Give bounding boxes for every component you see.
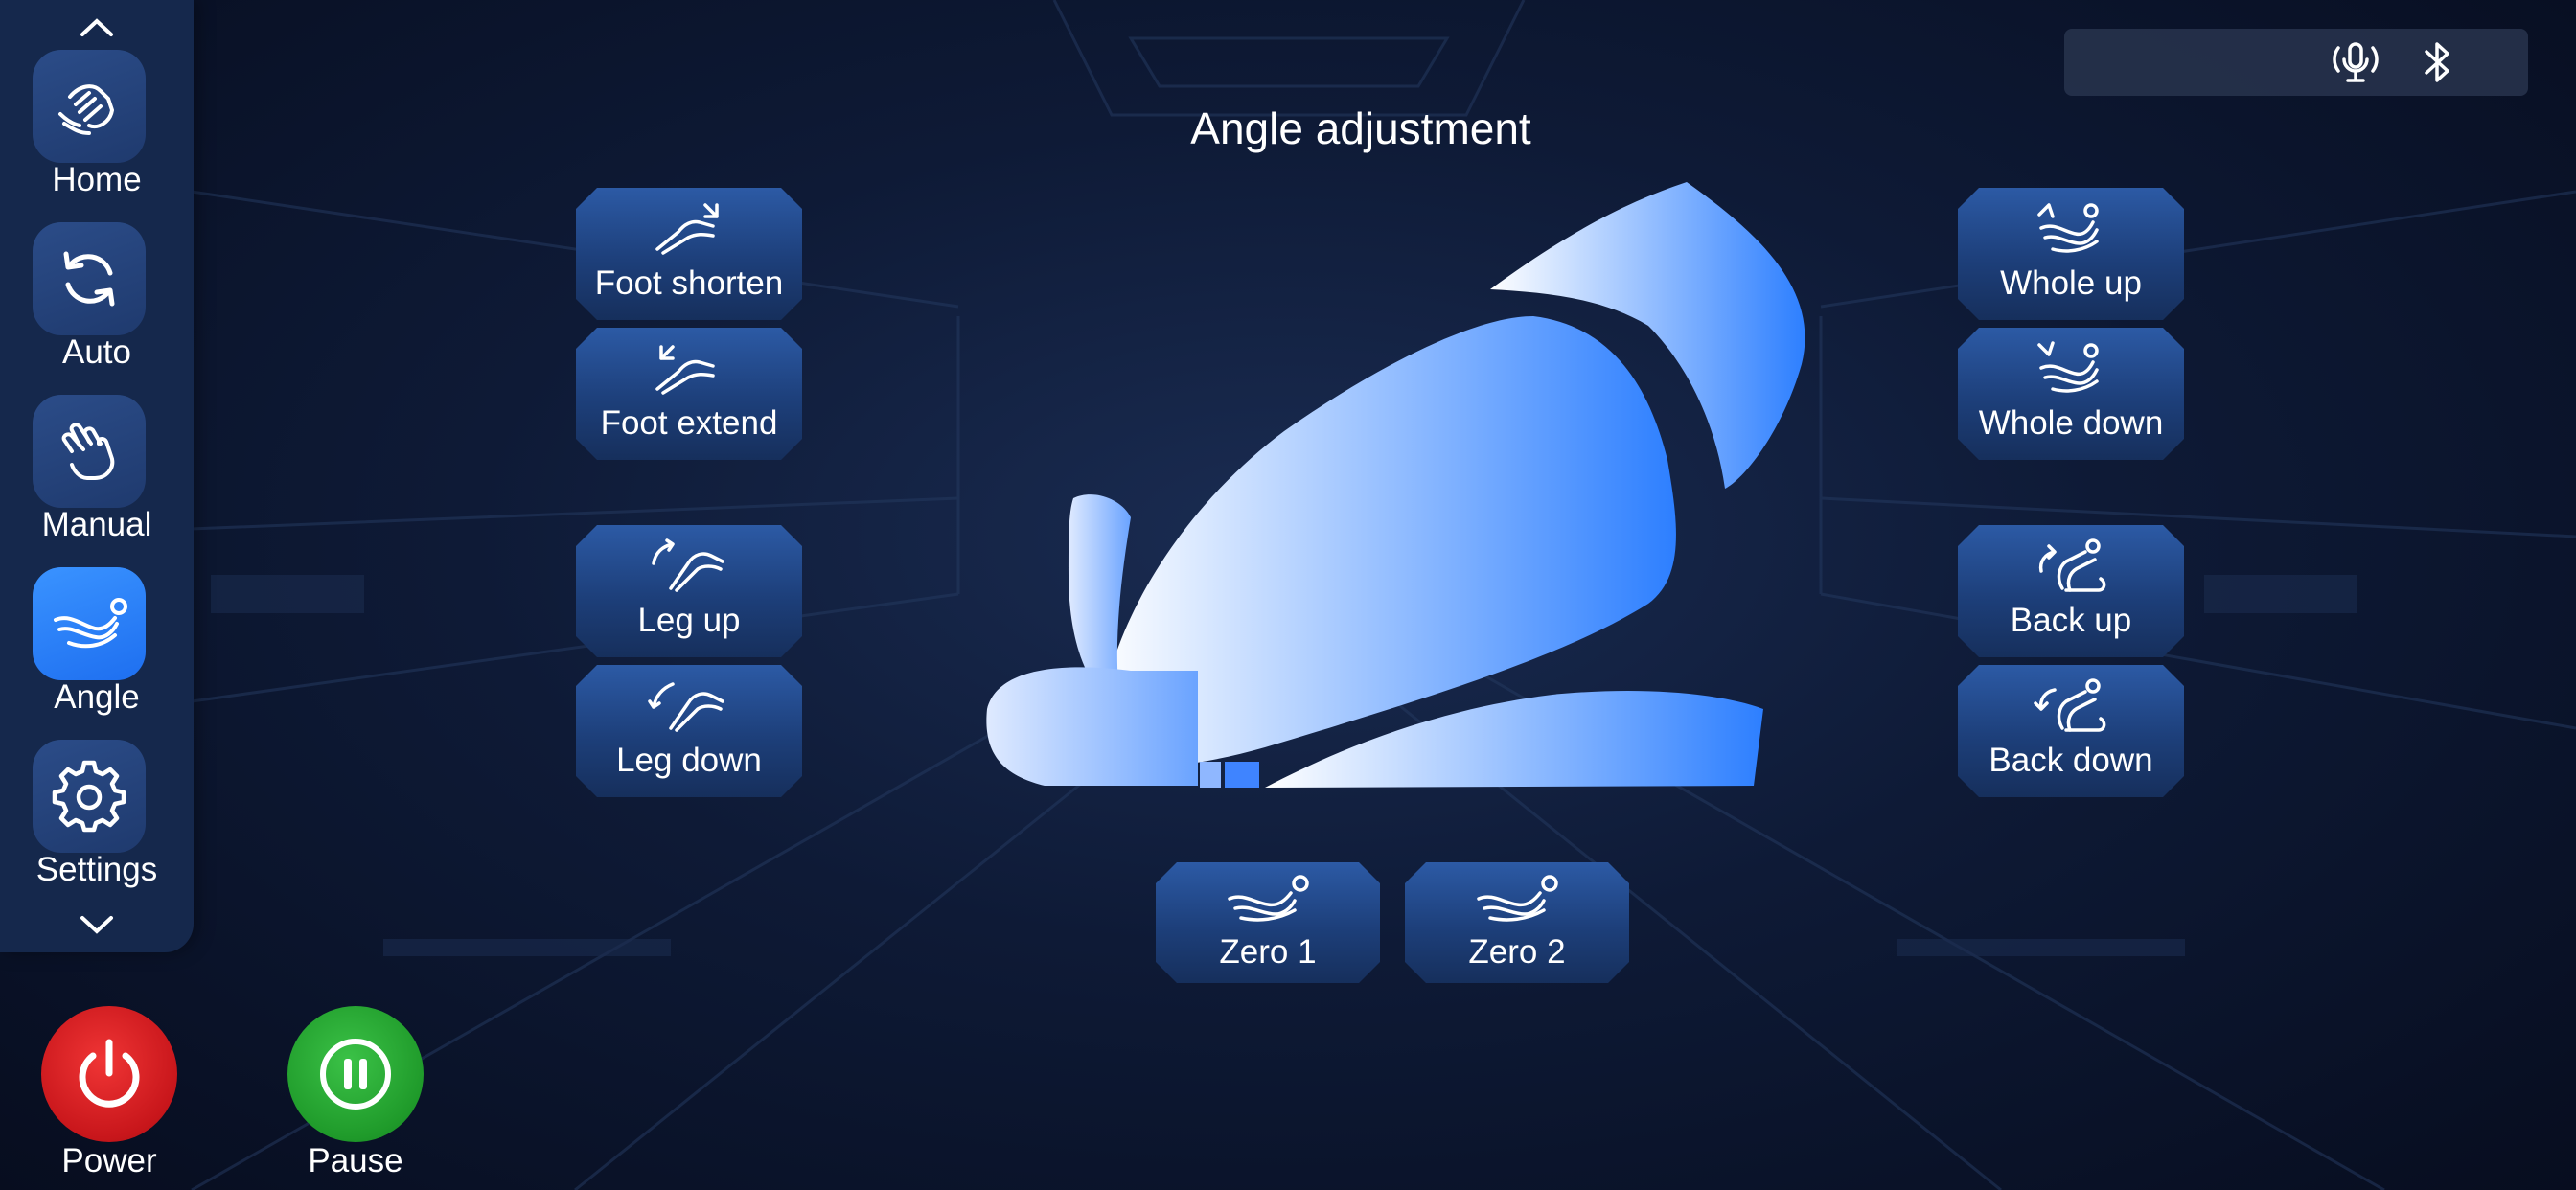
zero-1-button[interactable]: Zero 1 [1156, 862, 1380, 983]
power-icon [79, 1039, 140, 1108]
massage-chair-illustration [986, 182, 1806, 788]
back-down-icon [2028, 676, 2114, 734]
whole-down-label: Whole down [1978, 404, 2164, 442]
page-title: Angle adjustment [1190, 103, 1531, 153]
back-up-label: Back up [2010, 602, 2132, 639]
leg-down-label: Leg down [616, 742, 762, 779]
whole-up-icon [2028, 199, 2114, 257]
pause-button[interactable] [288, 1006, 424, 1142]
pause-icon [320, 1039, 391, 1110]
zero-2-button[interactable]: Zero 2 [1405, 862, 1629, 983]
sidebar-item-label: Home [52, 161, 142, 198]
zero-gravity-icon [1469, 870, 1565, 924]
status-bar [2064, 29, 2528, 96]
sidebar-item-label: Auto [62, 333, 131, 371]
sidebar-item-label: Angle [54, 678, 140, 716]
sidebar-item-settings[interactable]: Settings [0, 740, 194, 903]
recline-chair-icon [54, 598, 127, 649]
leg-down-button[interactable]: Leg down [576, 665, 802, 797]
sidebar-item-angle[interactable]: Angle [0, 567, 194, 730]
hand-massage-icon [58, 84, 114, 135]
back-up-button[interactable]: Back up [1958, 525, 2184, 657]
back-up-icon [2028, 537, 2114, 594]
sidebar-item-label: Manual [41, 506, 152, 543]
foot-extend-icon [646, 339, 732, 397]
voice-status[interactable] [2329, 36, 2382, 88]
back-down-button[interactable]: Back down [1958, 665, 2184, 797]
back-down-label: Back down [1989, 742, 2153, 779]
hand-tap-icon [61, 423, 115, 480]
bluetooth-icon [2425, 42, 2450, 82]
foot-shorten-icon [646, 199, 732, 257]
sidebar: Home Auto [0, 0, 194, 952]
foot-extend-button[interactable]: Foot extend [576, 328, 802, 460]
chevron-up-icon[interactable] [75, 13, 119, 40]
leg-up-icon [646, 537, 732, 594]
whole-up-button[interactable]: Whole up [1958, 188, 2184, 320]
power-button[interactable] [41, 1006, 177, 1142]
foot-extend-label: Foot extend [600, 404, 778, 442]
zero-1-label: Zero 1 [1219, 933, 1317, 971]
leg-down-icon [646, 676, 732, 734]
whole-down-button[interactable]: Whole down [1958, 328, 2184, 460]
chevron-down-icon[interactable] [75, 912, 119, 939]
sidebar-item-manual[interactable]: Manual [0, 395, 194, 558]
refresh-cycle-icon [63, 251, 115, 307]
bluetooth-status[interactable] [2411, 36, 2465, 88]
whole-down-icon [2028, 339, 2114, 397]
foot-shorten-button[interactable]: Foot shorten [576, 188, 802, 320]
gear-icon [52, 760, 126, 833]
voice-icon [2333, 42, 2379, 82]
power-label: Power [61, 1142, 157, 1179]
pause-label: Pause [308, 1142, 403, 1179]
leg-up-button[interactable]: Leg up [576, 525, 802, 657]
sidebar-item-auto[interactable]: Auto [0, 222, 194, 385]
foot-shorten-label: Foot shorten [594, 264, 784, 302]
sidebar-item-home[interactable]: Home [0, 50, 194, 213]
sidebar-item-label: Settings [35, 851, 158, 888]
whole-up-label: Whole up [2000, 264, 2142, 302]
zero-2-label: Zero 2 [1468, 933, 1566, 971]
zero-gravity-icon [1220, 870, 1316, 924]
leg-up-label: Leg up [637, 602, 741, 639]
